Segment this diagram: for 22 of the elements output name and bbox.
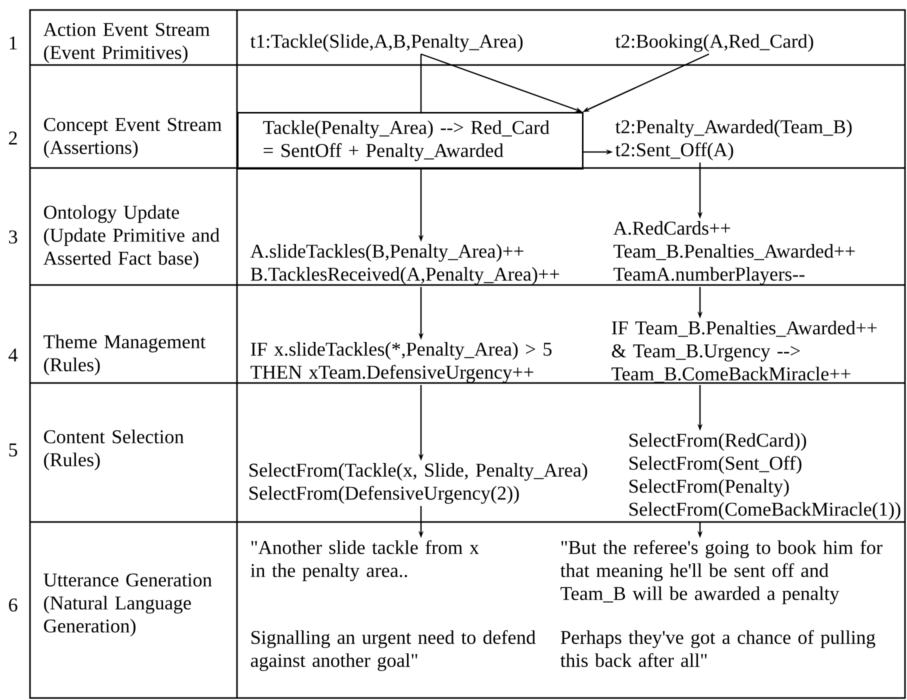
row-number: 4 [8,348,18,362]
row-heading: Ontology Update (Update Primitive and Asserted Fact base) [43,205,220,269]
row-heading: Theme Management (Rules) [44,334,206,376]
event-text: t2:Penalty_Awarded(Team_B) t2:Sent_Off(A) [615,120,852,160]
event-text: A.RedCards++ Team_B.Penalties_Awarded++ TeamA.numberPlayers-- [613,221,855,285]
row-number: 3 [9,230,18,244]
row-number: 2 [9,132,17,144]
event-text: IF Team_B.Penalties_Awarded++ & Team_B.Urgency --> Team_B.ComeBackMiracle++ [612,320,877,383]
row-heading: Utterance Generation (Natural Language Generation) [44,573,212,637]
row-heading: Content Selection (Rules) [44,430,184,470]
event-text: IF x.slideTackles(*,Penalty_Area) > 5 THEN xTeam.DefensiveUrgency++ [250,342,552,383]
event-text: t1:Tackle(Slide,A,B,Penalty_Area) [250,34,523,52]
event-text: SelectFrom(RedCard)) SelectFrom(Sent_Off) SelectFrom(Penalty) SelectFrom(ComeBackMiracle(1)) [630,433,900,520]
event-text: SelectFrom(Tackle(x, Slide, Penalty_Area) SelectFrom(DefensiveUrgency(2)) [250,463,588,504]
row-number: 6 [8,598,18,612]
event-text: A.slideTackles(B,Penalty_Area)++ B.TacklesReceived(A,Penalty_Area)++ [250,244,560,285]
utterance-text: "But the referee's going to book him for that meaning he'll be sent off and Team_B will be awarded a penalty Perhaps they've got a chance of pulling this back after all" [560,540,882,668]
utterance-text: "Another slide tackle from x in the penalty area.. Signalling an urgent need to defend against another goal" [250,540,536,672]
event-text: t2:Booking(A,Red_Card) [615,34,814,52]
row-heading: Action Event Stream (Event Primitives) [43,22,210,64]
row-number: 1 [10,36,17,50]
row-number: 5 [9,444,18,456]
